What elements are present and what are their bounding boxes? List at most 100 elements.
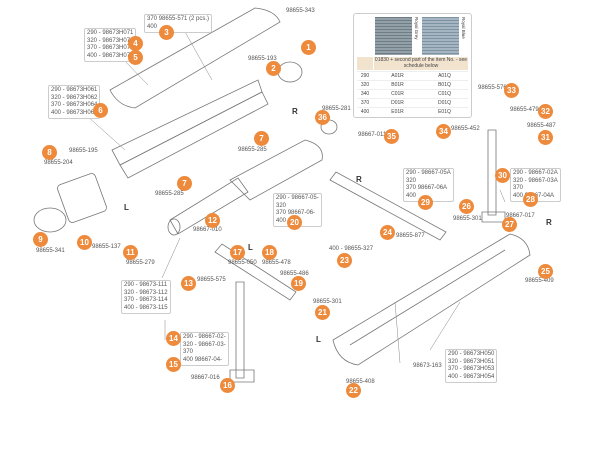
callout-5: 5 — [128, 50, 143, 65]
part-label: 98655-576 — [478, 85, 507, 91]
right-cover-panel — [229, 139, 323, 201]
part-label: 98673-163 — [413, 363, 442, 369]
callout-25: 25 — [538, 264, 553, 279]
part-label: 98655-409 — [525, 278, 554, 284]
part-label: 98655-301 — [313, 299, 342, 305]
callout-26: 26 — [459, 199, 474, 214]
callout-21: 21 — [315, 305, 330, 320]
callout-34: 34 — [436, 124, 451, 139]
part-box-3: 370 98655-571 (2 pcs.)400 — [144, 14, 213, 33]
part-label: 98667-016 — [191, 375, 220, 381]
callout-18: 18 — [262, 245, 277, 260]
callout-33: 33 — [504, 83, 519, 98]
part-label: 98655-479 — [510, 107, 539, 113]
part-label: 98655-486 — [280, 271, 309, 277]
right-leg — [487, 129, 497, 216]
callout-17: 17 — [230, 245, 245, 260]
part-label: 98655-281 — [322, 106, 351, 112]
callout-7: 7 — [177, 176, 192, 191]
swatch-royal-blue — [422, 17, 459, 55]
part-label: 98655-343 — [286, 8, 315, 14]
part-label: 98655-279 — [126, 260, 155, 266]
left-arm — [214, 243, 297, 301]
part-label: 98655-341 — [36, 248, 65, 254]
swatch-royal-grey — [375, 17, 412, 55]
top-cover — [109, 7, 281, 109]
callout-20: 20 — [287, 215, 302, 230]
part-label: 98655-137 — [92, 244, 121, 250]
callout-12: 12 — [205, 213, 220, 228]
part-label: 98655-408 — [346, 379, 375, 385]
side-label-right: R — [546, 218, 552, 227]
callout-15: 15 — [166, 357, 181, 372]
part-label: 98667-011 — [358, 132, 387, 138]
callout-3: 3 — [159, 25, 174, 40]
callout-27: 27 — [502, 217, 517, 232]
callout-24: 24 — [380, 225, 395, 240]
part-label: 98655-285 — [155, 191, 184, 197]
callout-4: 4 — [128, 36, 143, 51]
part-label: 98667-010 — [193, 227, 222, 233]
part-label: 98655-487 — [527, 123, 556, 129]
lower-cassette — [332, 233, 531, 366]
callout-32: 32 — [538, 104, 553, 119]
callout-2: 2 — [266, 61, 281, 76]
part-label: 98655-301 — [453, 216, 482, 222]
callout-13: 13 — [181, 276, 196, 291]
part-label: 98655-452 — [451, 126, 480, 132]
left-leg — [235, 281, 245, 379]
callout-16: 16 — [220, 378, 235, 393]
part-label: 98655-575 — [197, 277, 226, 283]
side-label-left: L — [124, 203, 129, 212]
callout-28: 28 — [523, 192, 538, 207]
part-label: 98655-195 — [69, 148, 98, 154]
part-label: 400 - 98655-327 — [329, 246, 374, 252]
callout-14: 14 — [166, 331, 181, 346]
part-label: 98655-193 — [248, 56, 277, 62]
callout-35: 35 — [384, 129, 399, 144]
side-label-left: L — [316, 335, 321, 344]
callout-19: 19 — [291, 276, 306, 291]
right-arm — [329, 171, 447, 241]
callout-31: 31 — [538, 130, 553, 145]
part-label: 98655-877 — [396, 233, 425, 239]
swatch-label: Royal Blue — [461, 17, 466, 39]
callout-29: 29 — [418, 195, 433, 210]
callout-23: 23 — [337, 253, 352, 268]
callout-6: 6 — [93, 103, 108, 118]
callout-36: 36 — [315, 110, 330, 125]
side-label-right: R — [356, 175, 362, 184]
part-label: 98655-285 — [238, 147, 267, 153]
part-label: 98655-204 — [44, 160, 73, 166]
part-label: 98667-017 — [506, 213, 535, 219]
part-label: 98655-050 — [228, 260, 257, 266]
table-header: 01830 + second part of the item No. - se… — [374, 57, 468, 70]
callout-9: 9 — [33, 232, 48, 247]
callout-30: 30 — [495, 168, 510, 183]
callout-1: 1 — [301, 40, 316, 55]
fabric-color-table: Royal Grey Royal Blue 01830 + second par… — [353, 13, 472, 118]
callout-22: 22 — [346, 383, 361, 398]
side-label-right: R — [292, 107, 298, 116]
side-label-left: L — [248, 243, 253, 252]
callout-10: 10 — [77, 235, 92, 250]
callout-7: 7 — [254, 131, 269, 146]
callout-8: 8 — [42, 145, 57, 160]
callout-11: 11 — [123, 245, 138, 260]
swatch-label: Royal Grey — [414, 17, 419, 40]
part-label: 98655-478 — [262, 260, 291, 266]
roller-tube — [169, 177, 249, 235]
